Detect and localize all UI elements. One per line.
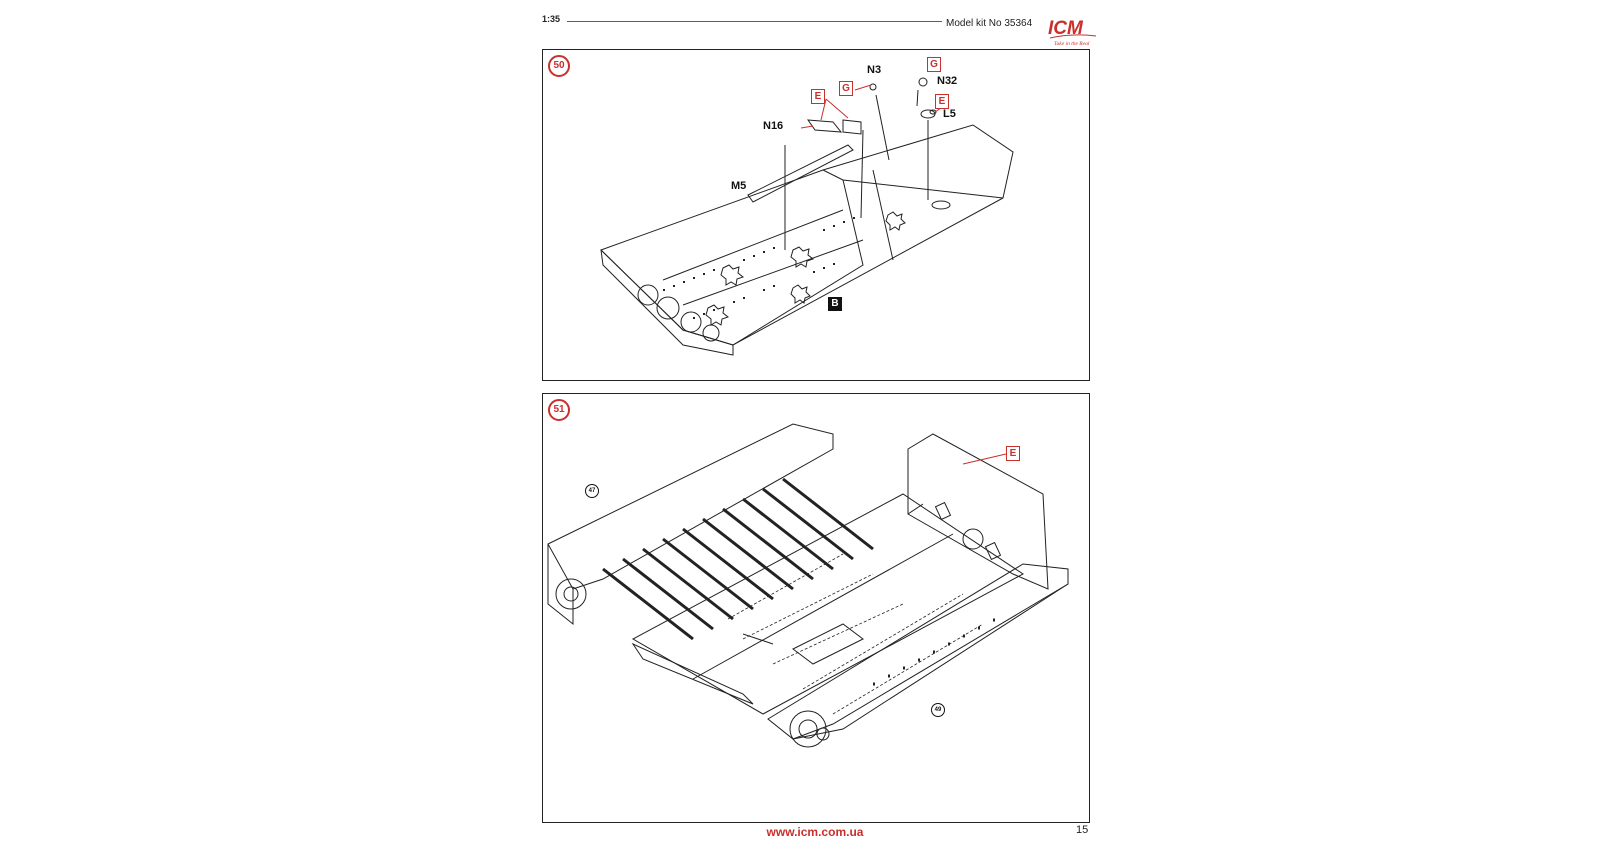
footer-url[interactable]: www.icm.com.ua bbox=[0, 825, 1620, 839]
hull-floor-drawing bbox=[547, 423, 1069, 748]
part-label-m5: M5 bbox=[731, 180, 747, 192]
kit-number: Model kit No 35364 bbox=[946, 18, 1033, 29]
icm-logo: ICM Take in the Real bbox=[1044, 14, 1102, 48]
step-number-badge: 51 bbox=[548, 399, 570, 421]
sprue-tag-e: E bbox=[811, 89, 825, 104]
svg-text:Take in the Real: Take in the Real bbox=[1054, 41, 1090, 47]
step-number-badge: 50 bbox=[548, 55, 570, 77]
sprue-tag-g: G bbox=[839, 81, 853, 96]
page-number: 15 bbox=[1076, 824, 1089, 836]
step-51-panel: 51 E 47 49 bbox=[542, 393, 1090, 823]
step-50-panel: 50 N3 N32 L5 N16 M5 G G E E B bbox=[542, 49, 1090, 381]
part-label-n3: N3 bbox=[867, 64, 882, 76]
footer-url-text[interactable]: www.icm.com.ua bbox=[766, 825, 864, 839]
step-ref-badge: 47 bbox=[585, 484, 599, 498]
box-label-b: B bbox=[828, 297, 842, 311]
scale-label: 1:35 bbox=[542, 14, 561, 24]
sprue-tag-e: E bbox=[935, 94, 949, 109]
part-label-l5: L5 bbox=[943, 108, 956, 120]
header-rule bbox=[567, 21, 942, 22]
step-ref-badge: 49 bbox=[931, 703, 945, 717]
sprue-tag-e: E bbox=[1006, 446, 1020, 461]
part-label-n32: N32 bbox=[937, 75, 958, 87]
sprue-tag-g: G bbox=[927, 57, 941, 72]
svg-text:ICM: ICM bbox=[1048, 18, 1084, 39]
floor-plate-drawing bbox=[600, 77, 1014, 356]
part-label-n16: N16 bbox=[763, 120, 784, 132]
